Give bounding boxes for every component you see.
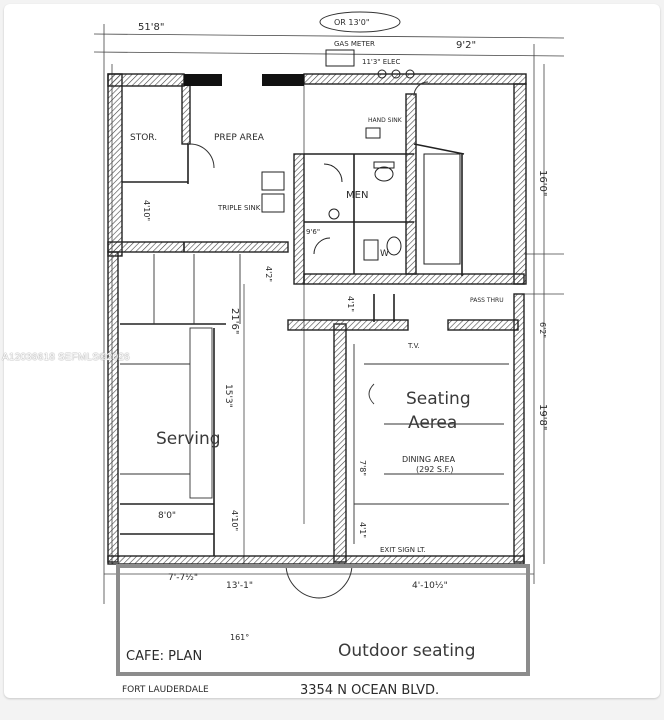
black-wall-segments [184,74,304,86]
note-prep-area: PREP AREA [214,133,265,143]
note-stor: STOR. [130,133,157,143]
note-triple-sink: TRIPLE SINK [217,204,261,212]
label-serving: Serving [156,429,221,449]
note-tv: T.V. [407,342,420,350]
note-dim-4-1: 4'1" [346,296,355,312]
note-gas-meter: GAS METER [334,40,375,48]
note-exit-sign: EXIT SIGN LT. [380,546,426,554]
note-bottom-dim-7-7: 7'-7½" [168,573,198,583]
door-swings [189,81,429,599]
note-top-left-dim: 51'8" [138,22,164,33]
note-address: 3354 N OCEAN BLVD. [300,683,439,698]
note-dim-4-2: 4'2" [264,266,273,282]
note-pass-thru: PASS THRU [470,297,504,304]
note-bottom-dim-13-1: 13'-1" [226,581,253,591]
note-bottom-dim-4-10: 4'-10½" [412,581,448,591]
label-seating-line1: Seating [406,389,471,409]
restroom-fixtures [261,127,461,265]
note-left-dim-4-10: 4'10" [142,200,151,221]
note-top-right-dim: 9'2" [456,40,476,51]
note-dim-4-1b: 4'1" [358,522,367,538]
label-outdoor-seating: Outdoor seating [338,641,476,661]
top-circle-note-outline [319,11,401,33]
handwritten-annotations: 51'8" OR 13'0" GAS METER 11'3" ELEC 9'2"… [122,18,548,698]
outdoor-seating-outline [116,564,530,676]
note-dim-7-8: 7'8" [358,460,367,476]
exterior-walls [107,73,527,565]
note-dim-9-6: 9'6" [306,228,320,236]
note-dining-sqft: (292 S.F.) [416,465,454,474]
label-seating-line2: Aerea [408,413,457,433]
note-dim-15-3: 15'3" [223,384,233,408]
floor-plan-sheet: 51'8" OR 13'0" GAS METER 11'3" ELEC 9'2"… [4,4,660,698]
note-top-circle: OR 13'0" [334,18,370,27]
note-elec: 11'3" ELEC [362,58,400,66]
note-dim-4-10b: 4'10" [230,510,239,531]
note-dim-19-8: 19'8" [537,404,548,430]
mls-watermark: A12036618 SEFMLS©2026 [2,352,130,363]
note-dim-8-0: 8'0" [158,511,176,521]
note-w: W [380,249,389,259]
note-fort-lauderdale: FORT LAUDERDALE [122,685,209,695]
serving-counter [120,254,241,499]
floor-plan-drawing: 51'8" OR 13'0" GAS METER 11'3" ELEC 9'2"… [93,11,565,698]
note-dim-6-2: 6'2" [538,322,547,338]
interior-walls [120,143,465,556]
note-men: MEN [346,190,368,201]
dining-area-lines [353,344,509,544]
note-dining-area: DINING AREA [402,455,456,464]
note-cafe-plan: CAFE: PLAN [126,649,202,664]
note-dim-21-6: 21'6" [229,308,240,334]
room-labels: Seating Aerea Serving Outdoor seating [156,389,476,661]
note-scale: 161° [230,633,249,642]
note-right-dim-16-0: 16'0" [537,170,548,196]
note-hand-sink: HAND SINK [368,117,403,124]
meter-symbols [325,49,415,79]
